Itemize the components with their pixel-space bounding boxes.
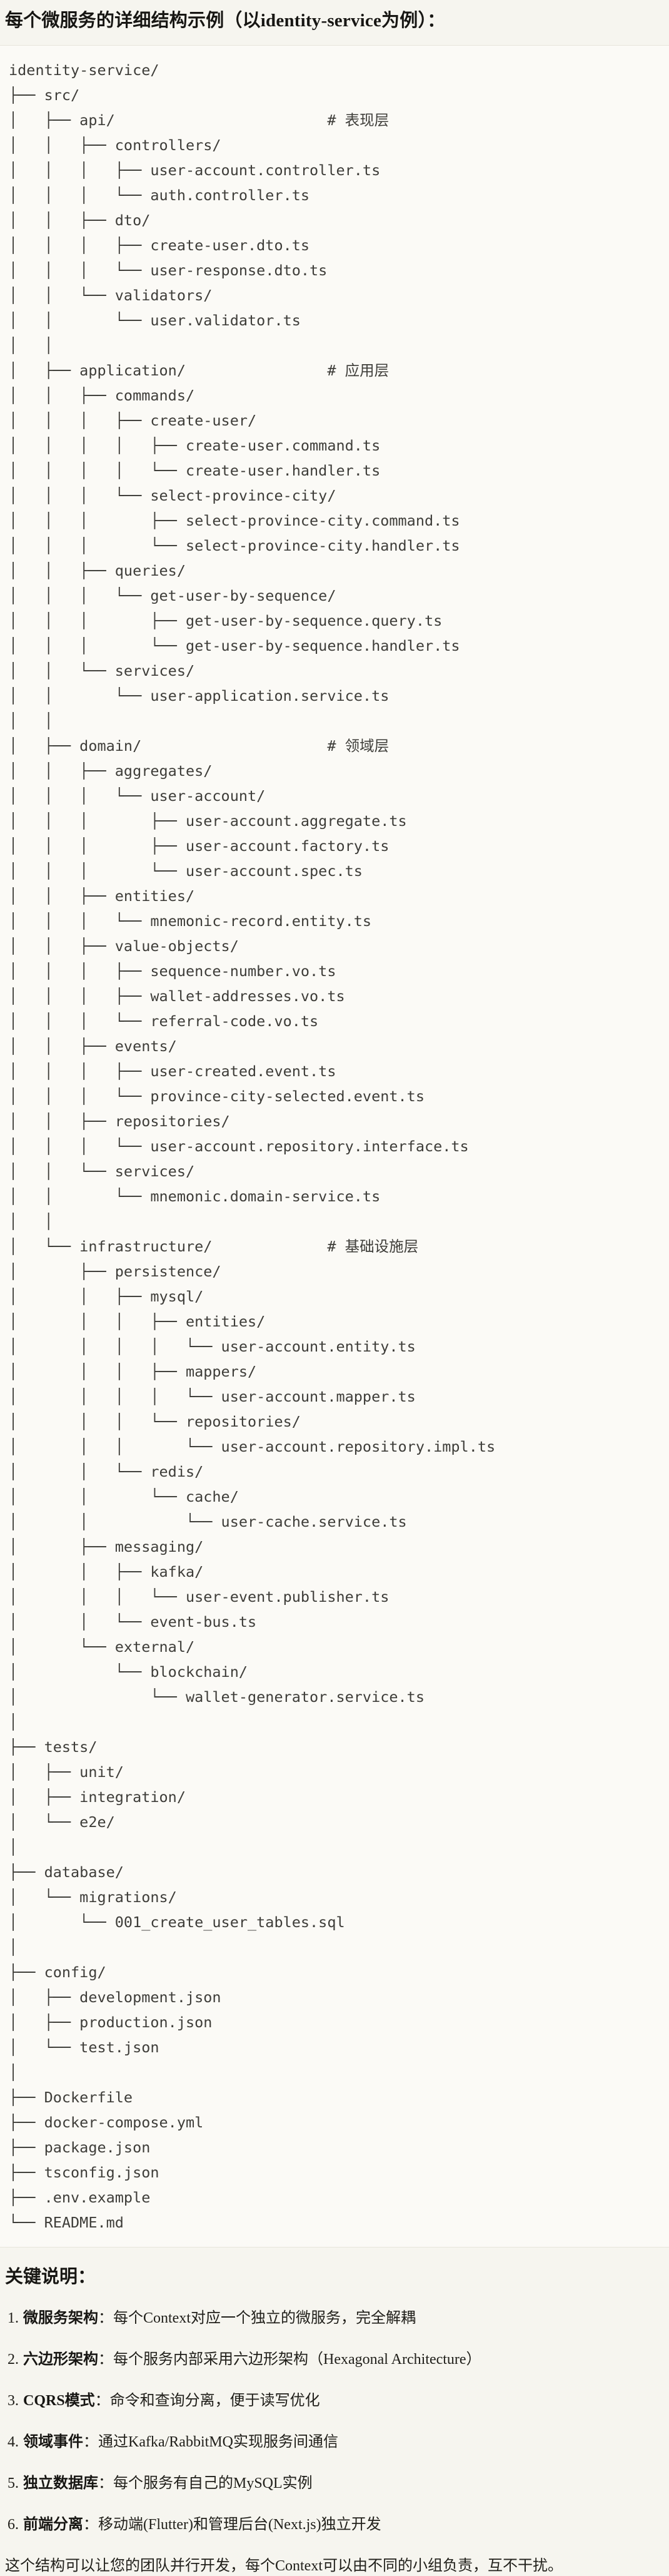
key-notes-list: 1.微服务架构：每个Context对应一个独立的微服务，完全解耦 2.六边形架构… xyxy=(5,2309,664,2534)
note-item: 3.CQRS模式：命令和查询分离，便于读写优化 xyxy=(8,2391,664,2410)
note-description: ：每个服务有自己的MySQL实例 xyxy=(98,2475,313,2492)
note-description: ：每个服务内部采用六边形架构（Hexagonal Architecture） xyxy=(98,2351,481,2368)
note-number: 6. xyxy=(8,2517,19,2533)
note-number: 2. xyxy=(8,2351,19,2368)
directory-tree: identity-service/ ├── src/ │ ├── api/ # … xyxy=(9,61,496,2232)
note-item: 6.前端分离：移动端(Flutter)和管理后台(Next.js)独立开发 xyxy=(8,2515,664,2534)
page-title: 每个微服务的详细结构示例（以identity-service为例）： xyxy=(5,11,446,31)
code-block: identity-service/ ├── src/ │ ├── api/ # … xyxy=(0,45,669,2248)
note-term: 独立数据库 xyxy=(23,2475,98,2492)
note-term: 微服务架构 xyxy=(23,2310,98,2327)
note-item: 5.独立数据库：每个服务有自己的MySQL实例 xyxy=(8,2474,664,2493)
note-number: 5. xyxy=(8,2475,19,2492)
key-notes-section: 关键说明： 1.微服务架构：每个Context对应一个独立的微服务，完全解耦 2… xyxy=(0,2264,669,2575)
note-description: ：通过Kafka/RabbitMQ实现服务间通信 xyxy=(83,2434,338,2451)
note-term: 前端分离 xyxy=(23,2517,83,2533)
note-item: 4.领域事件：通过Kafka/RabbitMQ实现服务间通信 xyxy=(8,2433,664,2451)
note-description: ：移动端(Flutter)和管理后台(Next.js)独立开发 xyxy=(83,2517,381,2533)
note-term: 领域事件 xyxy=(23,2434,83,2451)
note-term: 六边形架构 xyxy=(23,2351,98,2368)
note-item: 2.六边形架构：每个服务内部采用六边形架构（Hexagonal Architec… xyxy=(8,2350,664,2369)
closing-paragraph: 这个结构可以让您的团队并行开发，每个Context可以由不同的小组负责，互不干扰… xyxy=(5,2558,563,2575)
note-item: 1.微服务架构：每个Context对应一个独立的微服务，完全解耦 xyxy=(8,2309,664,2328)
note-description: ：命令和查询分离，便于读写优化 xyxy=(94,2393,320,2410)
key-notes-heading: 关键说明： xyxy=(5,2267,96,2288)
note-number: 1. xyxy=(8,2310,19,2327)
note-number: 3. xyxy=(8,2393,19,2410)
note-number: 4. xyxy=(8,2434,19,2451)
note-description: ：每个Context对应一个独立的微服务，完全解耦 xyxy=(98,2310,416,2327)
note-term: CQRS模式 xyxy=(23,2393,95,2410)
